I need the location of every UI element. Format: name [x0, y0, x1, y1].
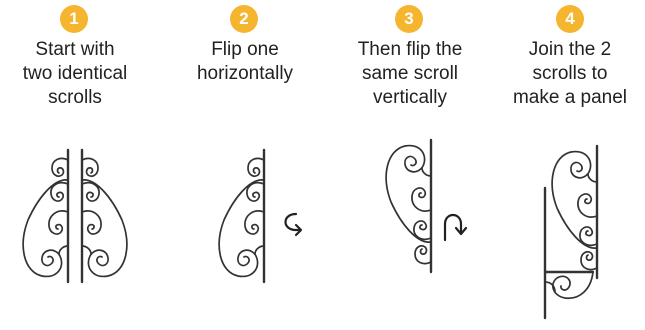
flip-vertical-arrow-icon — [443, 213, 468, 242]
step-4-illustration — [543, 144, 599, 320]
step-1: 1 Start with two identical scrolls — [0, 0, 150, 330]
scroll-right-icon — [80, 148, 129, 284]
step-3: 3 Then flip the same scroll vertically — [335, 0, 485, 330]
step-2: 2 Flip one horizontally — [170, 0, 320, 330]
flip-horizontal-arrow-icon — [284, 212, 303, 237]
step-3-illustration — [384, 138, 468, 274]
step-3-number-badge: 3 — [395, 5, 423, 33]
step-4-caption: Join the 2 scrolls to make a panel — [512, 39, 628, 108]
step-3-caption: Then flip the same scroll vertically — [357, 39, 463, 108]
flipped-vertical-scroll-icon — [384, 138, 433, 274]
step-1-number-badge: 1 — [60, 5, 88, 33]
step-1-illustration — [21, 148, 129, 284]
flipped-scroll-icon — [217, 148, 266, 284]
step-2-caption: Flip one horizontally — [196, 39, 294, 84]
step-2-illustration — [217, 148, 303, 284]
step-2-number-badge: 2 — [230, 5, 258, 33]
step-4-number-badge: 4 — [556, 5, 584, 33]
scroll-left-icon — [21, 148, 70, 284]
panel-top-scroll-icon — [550, 144, 599, 280]
step-1-caption: Start with two identical scrolls — [22, 39, 128, 108]
step-4: 4 Join the 2 scrolls to make a panel — [495, 0, 645, 330]
panel-bottom-scroll-icon — [543, 186, 595, 320]
